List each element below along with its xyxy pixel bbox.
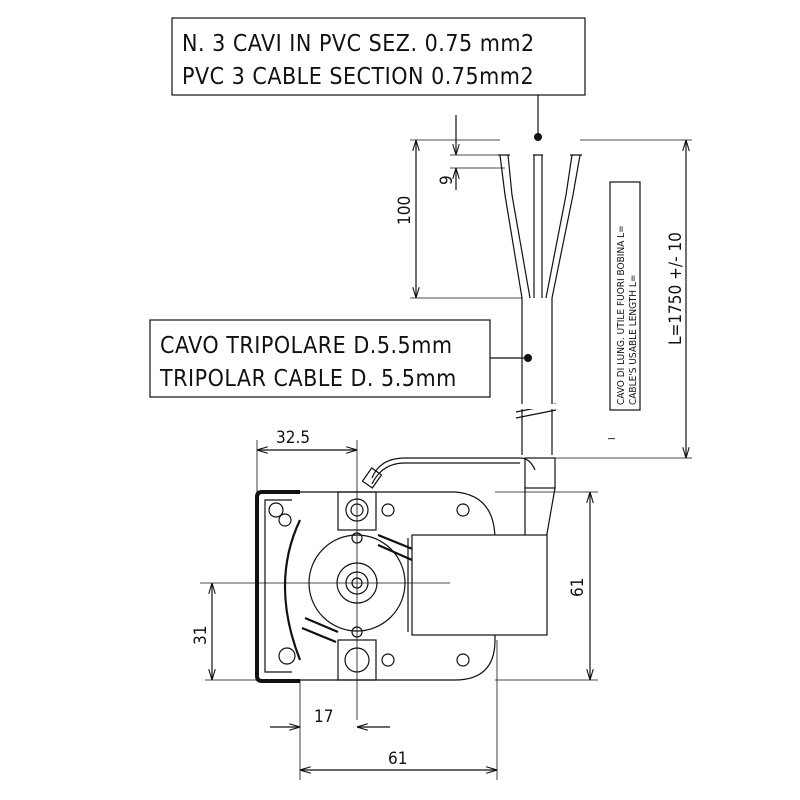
length-note-line2: CABLE'S USABLE LENGTH L= bbox=[628, 275, 639, 405]
length-note-line1: CAVO DI LUNG. UTILE FUORI BOBINA L= bbox=[616, 225, 627, 405]
dim-axis-offset-label: 17 bbox=[314, 707, 333, 727]
wires-note-box: N. 3 CAVI IN PVC SEZ. 0.75 mm2 PVC 3 CAB… bbox=[171, 17, 586, 96]
dim-height-label: 61 bbox=[568, 578, 588, 597]
dim-strip-end-label: 9 bbox=[437, 175, 457, 185]
dim-bracket-width-label: 32.5 bbox=[276, 428, 310, 448]
motor bbox=[255, 457, 556, 683]
dim-axis-height: 31 bbox=[191, 583, 257, 681]
dim-height: 61 bbox=[495, 491, 598, 681]
length-note-box: CAVO DI LUNG. UTILE FUORI BOBINA L= CABL… bbox=[609, 181, 641, 411]
dim-strip-length: 100 bbox=[395, 139, 522, 299]
dim-strip-length-label: 100 bbox=[395, 196, 415, 225]
dim-width-label: 61 bbox=[388, 749, 407, 769]
dim-bracket-width: 32.5 bbox=[256, 428, 357, 492]
cable-note-box: CAVO TRIPOLARE D.5.5mm TRIPOLAR CABLE D.… bbox=[149, 319, 491, 398]
dim-strip-end: 9 bbox=[437, 115, 505, 190]
dim-axis-offset: 17 bbox=[270, 680, 390, 780]
marker-label: I bbox=[607, 437, 618, 440]
dim-cable-length-label: L=1750 +/- 10 bbox=[666, 232, 686, 345]
dim-cable-length: L=1750 +/- 10 bbox=[555, 139, 692, 459]
cable-note-line2: TRIPOLAR CABLE D. 5.5mm bbox=[159, 366, 457, 392]
wires-note-line2: PVC 3 CABLE SECTION 0.75mm2 bbox=[182, 64, 534, 90]
cable-note-line1: CAVO TRIPOLARE D.5.5mm bbox=[160, 333, 453, 359]
wires-note-line1: N. 3 CAVI IN PVC SEZ. 0.75 mm2 bbox=[182, 31, 535, 57]
dim-axis-height-label: 31 bbox=[191, 626, 211, 645]
cable bbox=[515, 298, 557, 455]
dim-width: 61 bbox=[300, 640, 498, 780]
wires-leader-dot bbox=[534, 133, 542, 141]
centre-lines bbox=[200, 440, 450, 720]
wires bbox=[498, 154, 582, 299]
